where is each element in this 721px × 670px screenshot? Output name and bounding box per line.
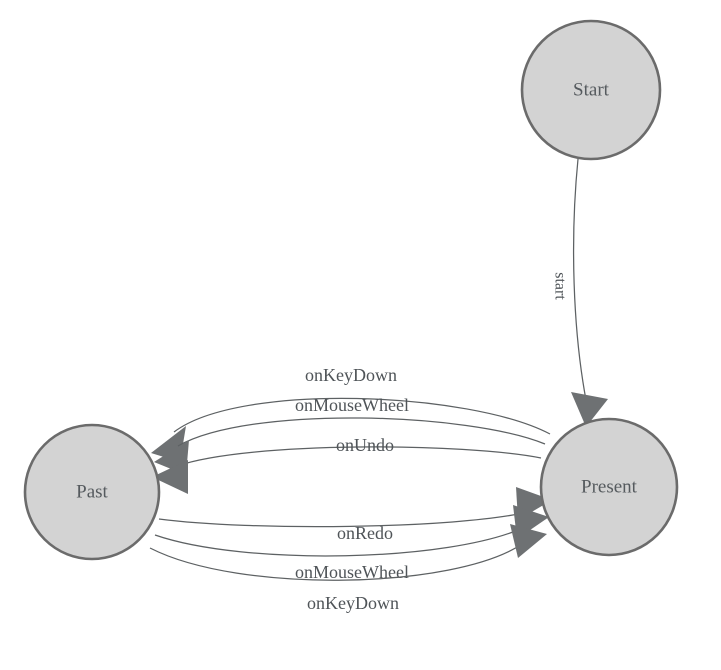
edge-present-to-past-undo[interactable]: onUndo: [152, 435, 542, 494]
edge-present-to-past-undo-arrowhead: [152, 460, 188, 494]
edge-past-to-present-keydown[interactable]: onKeyDown: [149, 524, 547, 613]
node-start[interactable]: Start: [520, 19, 662, 161]
edge-present-to-past-mousewheel[interactable]: onMouseWheel: [154, 395, 546, 475]
edge-start-to-present-arrowhead: [571, 392, 608, 427]
edge-past-to-present-keydown-label: onKeyDown: [307, 593, 399, 613]
edge-present-to-past-undo-label: onUndo: [336, 435, 394, 455]
edge-past-to-present-keydown-arrowhead: [510, 524, 547, 558]
edge-past-to-present-mousewheel-path: [154, 526, 526, 557]
edge-past-to-present-keydown-path: [149, 543, 523, 581]
node-start-label: Start: [573, 79, 610, 100]
edge-past-to-present-redo-path: [158, 511, 529, 528]
node-past-circle: [23, 423, 161, 561]
edge-present-to-past-undo-path: [176, 446, 542, 467]
node-start-circle: [520, 19, 662, 161]
node-past-label: Past: [76, 481, 108, 502]
node-present-circle: [539, 417, 679, 557]
edge-past-to-present-mousewheel[interactable]: onMouseWheel: [154, 505, 549, 582]
node-present-label: Present: [581, 476, 638, 497]
edge-past-to-present-redo[interactable]: onRedo: [158, 487, 552, 543]
edge-past-to-present-mousewheel-label: onMouseWheel: [295, 562, 409, 582]
edge-start-to-present-path: [572, 158, 587, 401]
node-past[interactable]: Past: [23, 423, 161, 561]
edge-present-to-past-mousewheel-path: [177, 417, 546, 447]
edge-start-to-present[interactable]: start: [551, 158, 608, 427]
node-present[interactable]: Present: [539, 417, 679, 557]
edge-past-to-present-redo-label: onRedo: [337, 523, 393, 543]
edge-present-to-past-keydown-path: [173, 397, 551, 435]
edge-present-to-past-mousewheel-label: onMouseWheel: [295, 395, 409, 415]
edge-present-to-past-keydown-label: onKeyDown: [305, 365, 397, 385]
edge-start-to-present-label: start: [551, 272, 568, 300]
